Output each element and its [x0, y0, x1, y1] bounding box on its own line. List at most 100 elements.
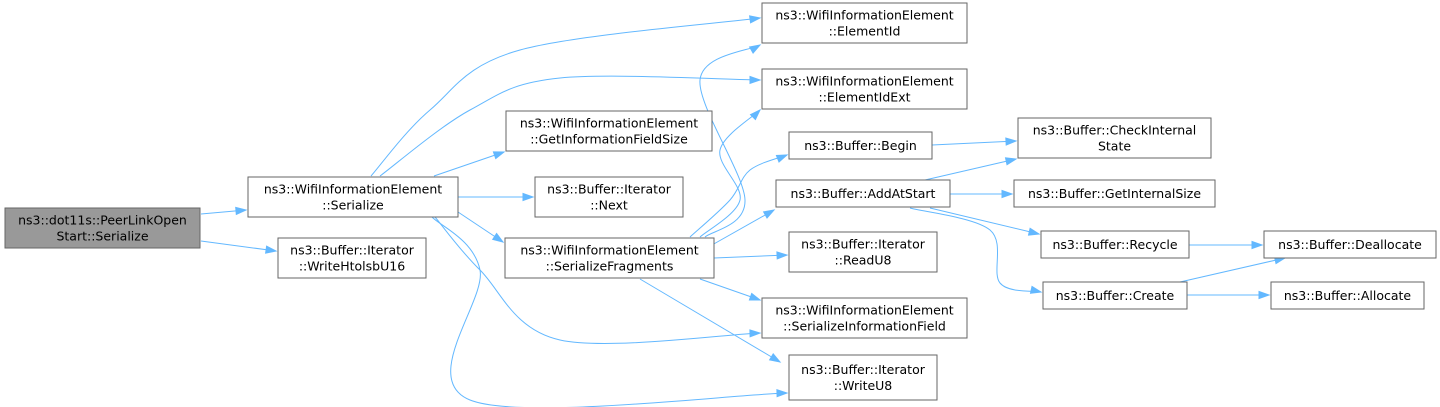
- node-label-line: ::ReadU8: [835, 253, 892, 268]
- node-label-line: ns3::WifiInformationElement: [520, 243, 698, 258]
- edge-line: [379, 75, 761, 177]
- node-get-info-size[interactable]: ns3::WifiInformationElement::GetInformat…: [505, 110, 713, 152]
- node-wie-serialize[interactable]: ns3::WifiInformationElement::Serialize: [247, 176, 459, 218]
- edge-serialize-fragments-to-element-id-ext: [699, 108, 762, 238]
- arrowhead-icon: [748, 44, 762, 54]
- node-label-line: ns3::Buffer::Allocate: [1284, 288, 1412, 303]
- edge-line: [699, 44, 761, 238]
- node-label-line: ns3::Buffer::Iterator: [290, 243, 415, 258]
- node-deallocate[interactable]: ns3::Buffer::Deallocate: [1263, 230, 1437, 259]
- node-label-line: ::ElementIdExt: [819, 90, 911, 105]
- edge-buffer-begin-to-check-internal: [931, 137, 1018, 146]
- node-label-line: Start::Serialize: [56, 229, 148, 244]
- edge-line: [699, 278, 761, 301]
- edge-root-to-wie-serialize: [200, 206, 248, 216]
- edge-line: [689, 154, 788, 238]
- edge-wie-serialize-to-get-info-size: [433, 151, 506, 177]
- edge-add-at-start-to-get-internal-size: [950, 189, 1014, 199]
- node-box: [1040, 230, 1190, 259]
- arrowhead-icon: [749, 15, 762, 24]
- node-root[interactable]: ns3::dot11s::PeerLinkOpenStart::Serializ…: [4, 207, 201, 249]
- node-write-htolsb[interactable]: ns3::Buffer::Iterator::WriteHtolsbU16: [277, 237, 427, 279]
- edge-add-at-start-to-check-internal: [924, 157, 1018, 181]
- node-label-line: ::Serialize: [322, 198, 384, 213]
- node-label-line: ns3::WifiInformationElement: [520, 116, 698, 131]
- node-label-line: ns3::Buffer::Iterator: [547, 182, 672, 197]
- node-label-line: ::WriteU8: [834, 378, 893, 393]
- edge-root-to-write-htolsb: [200, 240, 278, 254]
- node-label-line: ns3::Buffer::Iterator: [801, 362, 926, 377]
- arrowhead-icon: [776, 251, 789, 260]
- node-buffer-begin[interactable]: ns3::Buffer::Begin: [788, 131, 933, 160]
- arrowhead-icon: [768, 353, 782, 363]
- edge-line: [1179, 257, 1286, 283]
- node-write-u8[interactable]: ns3::Buffer::Iterator::WriteU8: [788, 354, 938, 401]
- node-label-line: ns3::WifiInformationElement: [775, 303, 953, 318]
- edge-wie-serialize-to-iter-next: [458, 192, 535, 202]
- edge-serialize-fragments-to-read-u8: [713, 251, 789, 260]
- edge-serialize-fragments-to-serialize-info-field: [699, 278, 762, 301]
- node-label-line: ::ElementId: [829, 24, 901, 39]
- node-label-line: ::Next: [590, 198, 628, 213]
- edge-wie-serialize-to-write-u8: [431, 216, 789, 407]
- edge-line: [433, 151, 505, 177]
- node-allocate[interactable]: ns3::Buffer::Allocate: [1270, 281, 1425, 310]
- node-label-line: ::WriteHtolsbU16: [299, 259, 405, 274]
- edge-wie-serialize-to-serialize-info-field: [434, 216, 762, 344]
- node-box: [1270, 281, 1425, 310]
- node-serialize-fragments[interactable]: ns3::WifiInformationElement::SerializeFr…: [504, 237, 715, 279]
- node-box: [775, 179, 951, 208]
- edge-wie-serialize-to-element-id: [370, 15, 762, 177]
- node-box: [1263, 230, 1437, 259]
- edge-add-at-start-to-recycle: [929, 207, 1041, 236]
- node-label-line: ns3::Buffer::Create: [1056, 288, 1175, 303]
- node-iter-next[interactable]: ns3::Buffer::Iterator::Next: [534, 176, 684, 218]
- edge-serialize-fragments-to-add-at-start: [711, 209, 776, 246]
- node-label-line: ns3::Buffer::Iterator: [801, 237, 926, 252]
- node-element-id[interactable]: ns3::WifiInformationElement::ElementId: [761, 2, 968, 44]
- arrowhead-icon: [749, 329, 762, 338]
- edge-line: [909, 207, 1042, 293]
- node-box: [1013, 179, 1216, 208]
- edge-create-to-allocate: [1187, 290, 1271, 300]
- arrowhead-icon: [522, 192, 535, 202]
- node-add-at-start[interactable]: ns3::Buffer::AddAtStart: [775, 179, 951, 208]
- arrowhead-icon: [265, 245, 278, 254]
- edge-serialize-fragments-to-write-u8: [639, 278, 782, 363]
- node-recycle[interactable]: ns3::Buffer::Recycle: [1040, 230, 1190, 259]
- node-read-u8[interactable]: ns3::Buffer::Iterator::ReadU8: [788, 231, 938, 273]
- node-box: [1042, 281, 1188, 310]
- node-element-id-ext[interactable]: ns3::WifiInformationElement::ElementIdEx…: [761, 68, 968, 110]
- edge-wie-serialize-to-serialize-fragments: [457, 211, 505, 243]
- node-get-internal-size[interactable]: ns3::Buffer::GetInternalSize: [1013, 179, 1216, 208]
- node-box: [761, 2, 968, 44]
- node-label-line: ns3::WifiInformationElement: [264, 182, 442, 197]
- edge-line: [370, 17, 761, 177]
- arrowhead-icon: [749, 75, 762, 85]
- node-label-line: ns3::Buffer::CheckInternal: [1033, 123, 1197, 138]
- edge-line: [711, 209, 775, 246]
- edge-serialize-fragments-to-element-id: [699, 44, 762, 238]
- arrowhead-icon: [492, 151, 506, 160]
- node-label-line: State: [1098, 139, 1131, 154]
- node-box: [788, 354, 938, 401]
- node-label-line: ::SerializeFragments: [546, 259, 674, 274]
- node-box: [788, 231, 938, 273]
- node-label-line: ns3::Buffer::GetInternalSize: [1028, 186, 1201, 201]
- arrowhead-icon: [776, 389, 789, 398]
- edge-line: [200, 240, 277, 252]
- arrowhead-icon: [1258, 290, 1271, 300]
- node-box: [505, 110, 713, 152]
- edge-line: [699, 109, 761, 238]
- arrowhead-icon: [1001, 189, 1014, 199]
- edge-line: [924, 158, 1017, 181]
- edge-wie-serialize-to-element-id-ext: [379, 75, 762, 177]
- node-box: [277, 237, 427, 279]
- node-create[interactable]: ns3::Buffer::Create: [1042, 281, 1188, 310]
- arrowhead-icon: [1029, 285, 1043, 294]
- node-label-line: ns3::dot11s::PeerLinkOpen: [18, 213, 187, 228]
- edge-line: [639, 278, 781, 363]
- node-serialize-info-field[interactable]: ns3::WifiInformationElement::SerializeIn…: [761, 297, 968, 339]
